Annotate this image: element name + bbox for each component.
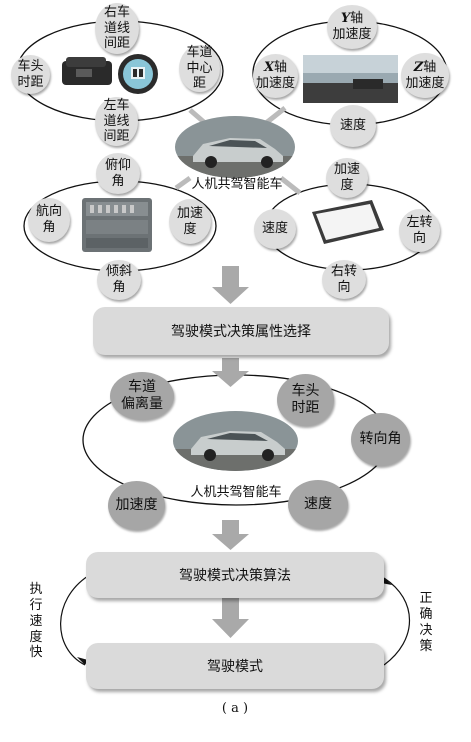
car-photo-middle (173, 411, 298, 471)
connector-top-left (188, 108, 207, 125)
decision-algorithm-box: 驾驶模式决策算法 (86, 552, 384, 598)
attribute-selection-box: 驾驶模式决策属性选择 (93, 307, 389, 355)
node-z-axis-acceleration: Z轴 加速度 (401, 53, 449, 98)
top-center-label: 人机共驾智能车 (191, 177, 283, 192)
connector-top-right (264, 106, 287, 125)
node-heading-angle: 航向 角 (28, 198, 70, 242)
driving-mode-box: 驾驶模式 (86, 643, 384, 689)
data-logger-image (82, 198, 152, 252)
node-steering-angle: 转向角 (351, 413, 410, 466)
down-arrow-2 (212, 358, 249, 387)
node-roll-angle: 倾斜 角 (97, 260, 141, 300)
node-acceleration-mid-right: 加速 度 (326, 158, 368, 198)
node-headway-top: 车头 时距 (11, 55, 50, 94)
node-acceleration-mid-left: 加速 度 (169, 199, 211, 244)
node-y-axis-acceleration: Y轴 加速度 (327, 5, 377, 49)
node-left-lane-distance: 左车 道线 间距 (95, 97, 138, 146)
node-acceleration-middle: 加速度 (108, 481, 165, 530)
down-arrow-3 (212, 520, 249, 550)
node-speed-middle: 速度 (288, 480, 348, 529)
connector-mid-left (174, 175, 192, 191)
node-turn-left: 左转 向 (399, 209, 440, 252)
loop-arrowhead-left (77, 657, 88, 665)
down-arrow-4 (212, 598, 249, 638)
loop-arrow-left (60, 575, 89, 666)
middle-center-label: 人机共驾智能车 (190, 485, 282, 500)
down-arrow-1 (212, 266, 249, 304)
loop-arrow-right (383, 577, 411, 666)
right-side-label: 正 确 决 策 (419, 591, 433, 654)
node-pitch-angle: 俯仰 角 (96, 153, 140, 194)
car-photo-top (175, 116, 295, 178)
sensor-device-image (62, 57, 112, 85)
figure-caption: ( a ) (221, 701, 249, 716)
connector-mid-right (279, 176, 302, 195)
node-turn-right: 右转 向 (322, 260, 366, 299)
left-side-label: 执 行 速 度 快 (29, 582, 43, 661)
gauge-display-image (118, 54, 158, 94)
node-lane-center-distance: 车道 中心 距 (179, 45, 220, 92)
node-x-axis-acceleration: X轴 加速度 (253, 54, 298, 98)
node-speed-top: 速度 (330, 105, 376, 147)
node-lane-departure: 车道 偏离量 (110, 372, 174, 420)
node-speed-mid-right: 速度 (254, 209, 296, 249)
node-headway-middle: 车头 时距 (277, 374, 334, 426)
tablet-image (312, 200, 384, 244)
node-right-lane-distance: 右车 道线 间距 (95, 3, 139, 54)
car-interior-image (303, 55, 398, 103)
